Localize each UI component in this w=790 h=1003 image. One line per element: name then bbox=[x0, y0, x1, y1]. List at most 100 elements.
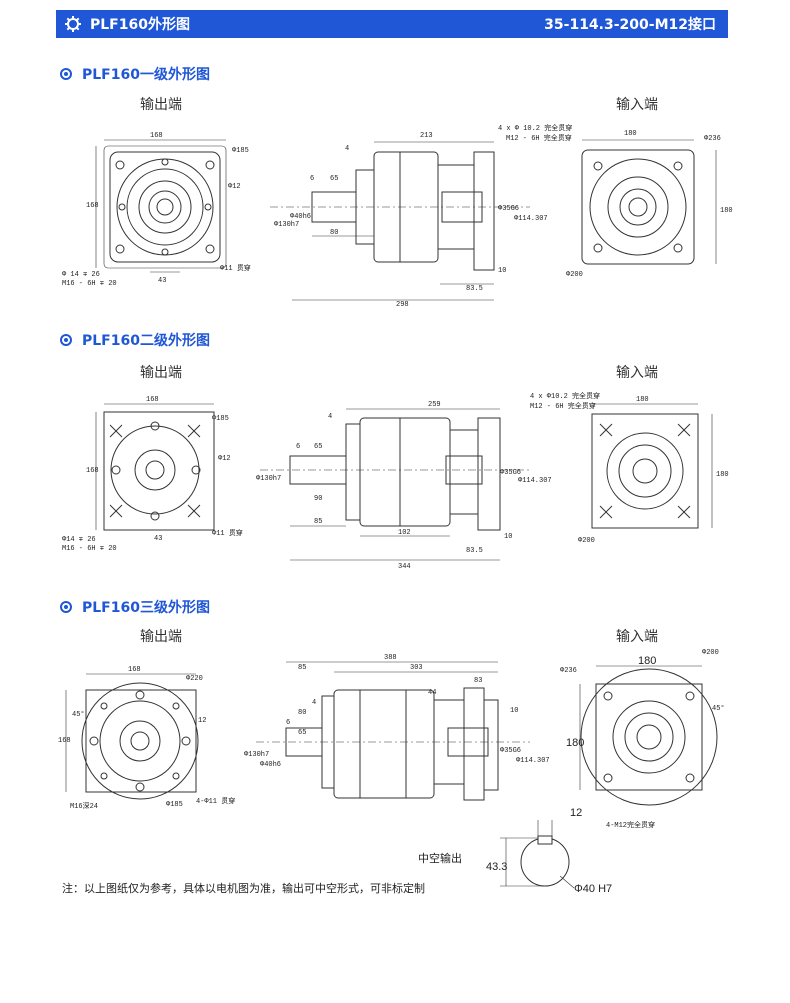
d2-out-square: 168 bbox=[146, 396, 159, 404]
drawing3-side-view bbox=[256, 661, 530, 801]
d2-side-total: 259 bbox=[428, 401, 441, 409]
d3-out-square: 168 bbox=[128, 666, 141, 674]
d2-side-85: 85 bbox=[314, 518, 322, 526]
d2-out-hole: Φ11 贯穿 bbox=[212, 528, 243, 538]
input-label-1: 输入端 bbox=[616, 97, 658, 113]
section-title-text: PLF160二级外形图 bbox=[82, 333, 210, 349]
output-label-3: 输出端 bbox=[140, 629, 182, 645]
d3-in-dia: Φ236 bbox=[560, 667, 577, 675]
input-label-2: 输入端 bbox=[616, 365, 658, 381]
d1-out-bore: Φ12 bbox=[228, 183, 241, 191]
d1-in-square: 180 bbox=[624, 130, 637, 138]
d3-side-6: 6 bbox=[286, 719, 290, 727]
d3-in-pcd: Φ200 bbox=[702, 649, 719, 657]
drawing1-side-view bbox=[270, 141, 530, 301]
d2-out-bore: Φ12 bbox=[218, 455, 231, 463]
d1-in-dia: Φ236 bbox=[704, 135, 721, 143]
bullet-icon bbox=[60, 334, 72, 346]
d1-side-total: 213 bbox=[420, 132, 433, 140]
bullet-icon bbox=[60, 601, 72, 613]
d1-side-35: Φ35G6 bbox=[498, 205, 519, 213]
d1-side-298: 298 bbox=[396, 301, 409, 309]
d3-side-83: 83 bbox=[474, 677, 482, 685]
d2-in-note2: M12 - 6H 完全贯穿 bbox=[530, 401, 596, 411]
d1-side-four: 4 bbox=[345, 145, 349, 153]
d3-in-angle: 45° bbox=[712, 704, 725, 713]
d3-side-10: 10 bbox=[510, 707, 518, 715]
d2-side-four: 4 bbox=[328, 413, 332, 421]
d1-side-80: 80 bbox=[330, 229, 338, 237]
d3-side-130: Φ130h7 bbox=[244, 751, 269, 759]
drawing3-input-view bbox=[579, 665, 718, 806]
d3-out-note1: M16深24 bbox=[70, 801, 98, 811]
section-title-1: PLF160一级外形图 bbox=[60, 64, 210, 84]
d3-out-dia: Φ220 bbox=[186, 675, 203, 683]
d3-out-h: 168 bbox=[58, 737, 71, 745]
d2-side-90: 90 bbox=[314, 495, 322, 503]
d3-side-40: Φ40h6 bbox=[260, 761, 281, 769]
d1-out-square: 168 bbox=[150, 132, 163, 140]
hollow-40: Φ40 H7 bbox=[574, 883, 612, 895]
d2-side-10: 10 bbox=[504, 533, 512, 541]
d2-in-note1: 4 x Φ10.2 完全贯穿 bbox=[530, 391, 600, 401]
d2-out-h: 168 bbox=[86, 467, 99, 475]
d2-in-h: 180 bbox=[716, 471, 729, 479]
section-title-3: PLF160三级外形图 bbox=[60, 597, 210, 617]
d1-side-six: 6 bbox=[310, 175, 314, 183]
hollow-43: 43.3 bbox=[486, 861, 507, 873]
output-label-1: 输出端 bbox=[140, 97, 182, 113]
hollow-output-detail bbox=[500, 820, 575, 889]
d3-side-303: 303 bbox=[410, 664, 423, 672]
d3-side-80: 80 bbox=[298, 709, 306, 717]
output-label-2: 输出端 bbox=[140, 365, 182, 381]
d1-out-dia: Φ185 bbox=[232, 147, 249, 155]
d2-side-344: 344 bbox=[398, 563, 411, 571]
d1-in-h: 180 bbox=[720, 207, 733, 215]
hollow-label: 中空输出 bbox=[418, 851, 462, 865]
hollow-12: 12 bbox=[570, 807, 582, 819]
d1-out-h: 168 bbox=[86, 202, 99, 210]
d1-side-114: Φ114.307 bbox=[514, 215, 548, 223]
d3-out-hole: 4-Φ11 贯穿 bbox=[196, 796, 235, 806]
d1-out-note2: M16 - 6H ∓ 20 bbox=[62, 280, 117, 288]
section-title-text: PLF160三级外形图 bbox=[82, 600, 210, 616]
d1-side-65: 65 bbox=[330, 175, 338, 183]
section-title-text: PLF160一级外形图 bbox=[82, 67, 210, 83]
d2-out-dia: Φ185 bbox=[212, 415, 229, 423]
d2-side-102: 102 bbox=[398, 529, 411, 537]
d1-side-40: Φ40h6 bbox=[290, 213, 311, 221]
d3-out-pcd: Φ185 bbox=[166, 801, 183, 809]
input-label-3: 输入端 bbox=[616, 629, 658, 645]
d1-side-10: 10 bbox=[498, 267, 506, 275]
d3-in-square: 180 bbox=[638, 655, 656, 667]
d1-out-note1: Φ 14 ∓ 26 bbox=[62, 271, 100, 279]
d1-side-130: Φ130h7 bbox=[274, 221, 299, 229]
d2-side-130: Φ130h7 bbox=[256, 475, 281, 483]
drawing3-output-view bbox=[65, 673, 199, 800]
d1-in-note1: 4 x Φ 10.2 完全贯穿 bbox=[498, 123, 572, 133]
drawing2-side-view bbox=[260, 408, 530, 561]
gear-icon bbox=[65, 16, 81, 32]
d1-in-pcd: Φ200 bbox=[566, 271, 583, 279]
drawing2-input-view bbox=[591, 403, 713, 529]
header-interface: 35-114.3-200-M12接口 bbox=[544, 17, 716, 33]
d3-side-65: 65 bbox=[298, 729, 306, 737]
d3-side-35: Φ35G6 bbox=[500, 747, 521, 755]
footnote: 注：以上图纸仅为参考，具体以电机图为准，输出可中空形式，可非标定制 bbox=[62, 882, 425, 895]
d3-side-four: 4 bbox=[312, 699, 316, 707]
d1-out-key: 43 bbox=[158, 277, 166, 285]
drawing1-output-view bbox=[95, 139, 227, 273]
d3-in-h: 180 bbox=[566, 737, 584, 749]
d1-side-83: 83.5 bbox=[466, 285, 483, 293]
d2-out-key: 43 bbox=[154, 535, 162, 543]
drawing2-output-view bbox=[95, 403, 215, 531]
d2-side-six: 6 bbox=[296, 443, 300, 451]
d2-in-pcd: Φ200 bbox=[578, 537, 595, 545]
drawing1-input-view bbox=[581, 139, 717, 265]
d3-in-note: 4-M12完全贯穿 bbox=[606, 820, 655, 830]
d3-side-85: 85 bbox=[298, 664, 306, 672]
header-title: PLF160外形图 bbox=[90, 17, 190, 33]
bullet-icon bbox=[60, 68, 72, 80]
d3-side-388: 388 bbox=[384, 654, 397, 662]
